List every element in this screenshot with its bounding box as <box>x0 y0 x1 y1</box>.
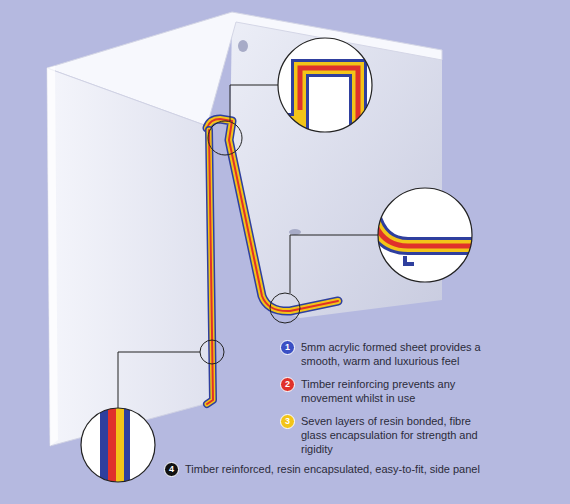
legend-swatch: 2 <box>280 377 295 392</box>
legend-text: Seven layers of resin bonded, fibre glas… <box>301 414 495 456</box>
legend-text: Timber reinforcing prevents any movement… <box>301 377 495 405</box>
zoom-circle-outline <box>378 188 472 282</box>
zoom-rim-layers <box>278 68 358 150</box>
legend-row: 4 Timber reinforced, resin encapsulated, … <box>164 462 554 477</box>
legend-text: 5mm acrylic formed sheet provides a smoo… <box>301 340 495 368</box>
overflow-hole <box>238 40 248 52</box>
zoom-panel-layers <box>100 400 130 490</box>
callout-number: 4 <box>169 465 174 474</box>
panel-edge <box>47 66 58 446</box>
zoom-circle-outline <box>81 408 155 482</box>
legend-swatch: 3 <box>280 414 295 429</box>
legend-swatch: 1 <box>280 340 295 355</box>
callout-number: 2 <box>285 380 290 389</box>
legend-row: 2 Timber reinforcing prevents any movemen… <box>280 377 495 405</box>
side-panel <box>47 68 212 446</box>
legend-swatch: 4 <box>164 462 179 477</box>
zoom-circle-outline <box>278 38 372 132</box>
zoom-floor-layers <box>372 215 480 264</box>
legend-row: 3 Seven layers of resin bonded, fibre gla… <box>280 414 495 456</box>
legend-text: Timber reinforced, resin encapsulated, e… <box>185 462 480 476</box>
plug-hole <box>289 229 301 235</box>
legend-row: 1 5mm acrylic formed sheet provides a smo… <box>280 340 495 368</box>
callout-number: 3 <box>285 417 290 426</box>
focus-circle <box>200 121 300 364</box>
callout-number: 1 <box>285 343 290 352</box>
